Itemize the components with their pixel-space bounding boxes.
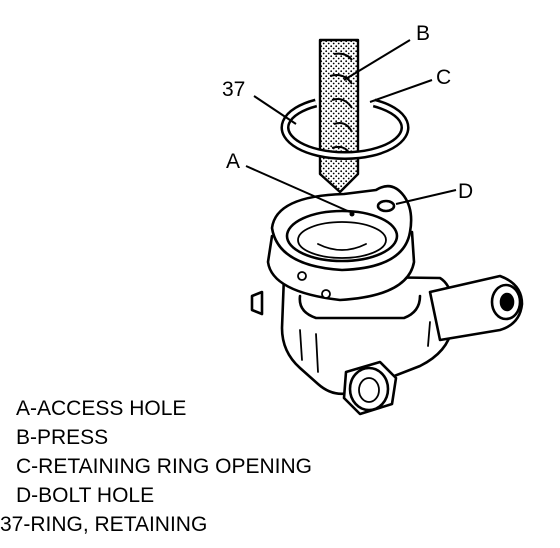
press-tool bbox=[318, 38, 360, 194]
retaining-ring bbox=[280, 98, 410, 161]
pump-body bbox=[250, 184, 524, 416]
legend: A-ACCESS HOLE B-PRESS C-RETAINING RING O… bbox=[0, 394, 420, 539]
leader-37 bbox=[253, 95, 297, 125]
leader-d bbox=[395, 189, 457, 205]
leader-lines bbox=[245, 39, 457, 213]
legend-item-a: A-ACCESS HOLE bbox=[16, 397, 187, 420]
leader-c bbox=[369, 79, 433, 103]
callout-d: D bbox=[458, 180, 473, 203]
callout-b: B bbox=[416, 22, 430, 45]
legend-item-b: B-PRESS bbox=[16, 426, 109, 449]
callout-a: A bbox=[226, 150, 240, 173]
callout-c: C bbox=[436, 66, 451, 89]
callout-37: 37 bbox=[222, 78, 245, 101]
leader-b bbox=[343, 39, 411, 81]
legend-item-c: C-RETAINING RING OPENING bbox=[16, 455, 312, 478]
legend-item-d: D-BOLT HOLE bbox=[16, 484, 155, 507]
legend-item-37: 37-RING, RETAINING bbox=[0, 513, 208, 536]
leader-a bbox=[245, 165, 351, 213]
